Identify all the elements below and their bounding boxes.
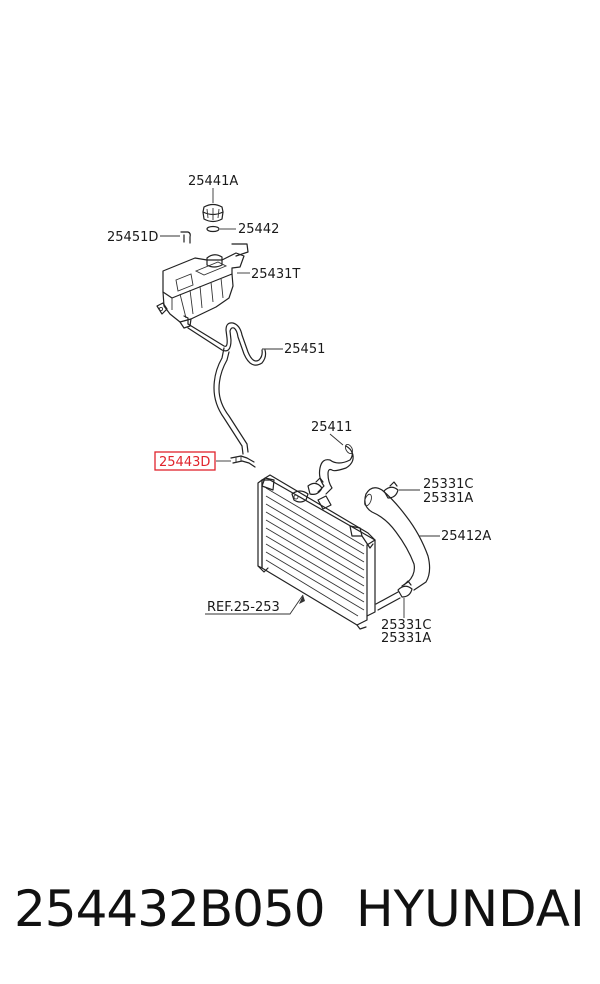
radiator-cap-drawing — [202, 203, 224, 223]
highlight-box[interactable] — [154, 451, 216, 471]
label-gasket: 25442 — [238, 222, 279, 237]
label-overflow-hose: 25451 — [284, 342, 325, 357]
upper-hose-clamp-drawing — [307, 477, 324, 495]
clip-drawing — [180, 231, 191, 244]
label-clamp-lower-a: 25331A — [381, 631, 431, 646]
gasket-drawing — [206, 225, 220, 233]
lower-clamp-drawing — [375, 580, 413, 611]
label-reservoir: 25431T — [251, 267, 300, 282]
upper-clamp-drawing — [383, 481, 399, 499]
label-lower-hose: 25412A — [441, 529, 491, 544]
radiator-drawing — [257, 474, 376, 630]
label-highlighted-part[interactable]: 25443D — [159, 455, 210, 470]
label-radiator-ref: REF.25-253 — [207, 600, 280, 615]
reservoir-drawing — [156, 243, 249, 329]
label-cap: 25441A — [188, 174, 238, 189]
lower-hose-drawing — [364, 487, 431, 591]
arrowhead-radiator-ref — [299, 595, 305, 604]
label-clamp-lower-c: 25331C — [381, 618, 431, 633]
footer: 254432B050 HYUNDAI — [0, 880, 600, 950]
label-clamp-upper-a: 25331A — [423, 491, 473, 506]
leader-upper-hose — [329, 433, 344, 446]
overflow-hose-drawing — [187, 322, 267, 455]
part-number: 254432B050 — [14, 880, 326, 938]
upper-hose-drawing — [317, 443, 354, 495]
label-clip: 25451D — [107, 230, 158, 245]
leader-radiator-ref — [205, 594, 304, 615]
label-upper-hose: 25411 — [311, 420, 352, 435]
highlighted-part-drawing — [230, 455, 256, 468]
brand-name: HYUNDAI — [356, 880, 585, 938]
label-clamp-upper-c: 25331C — [423, 477, 473, 492]
